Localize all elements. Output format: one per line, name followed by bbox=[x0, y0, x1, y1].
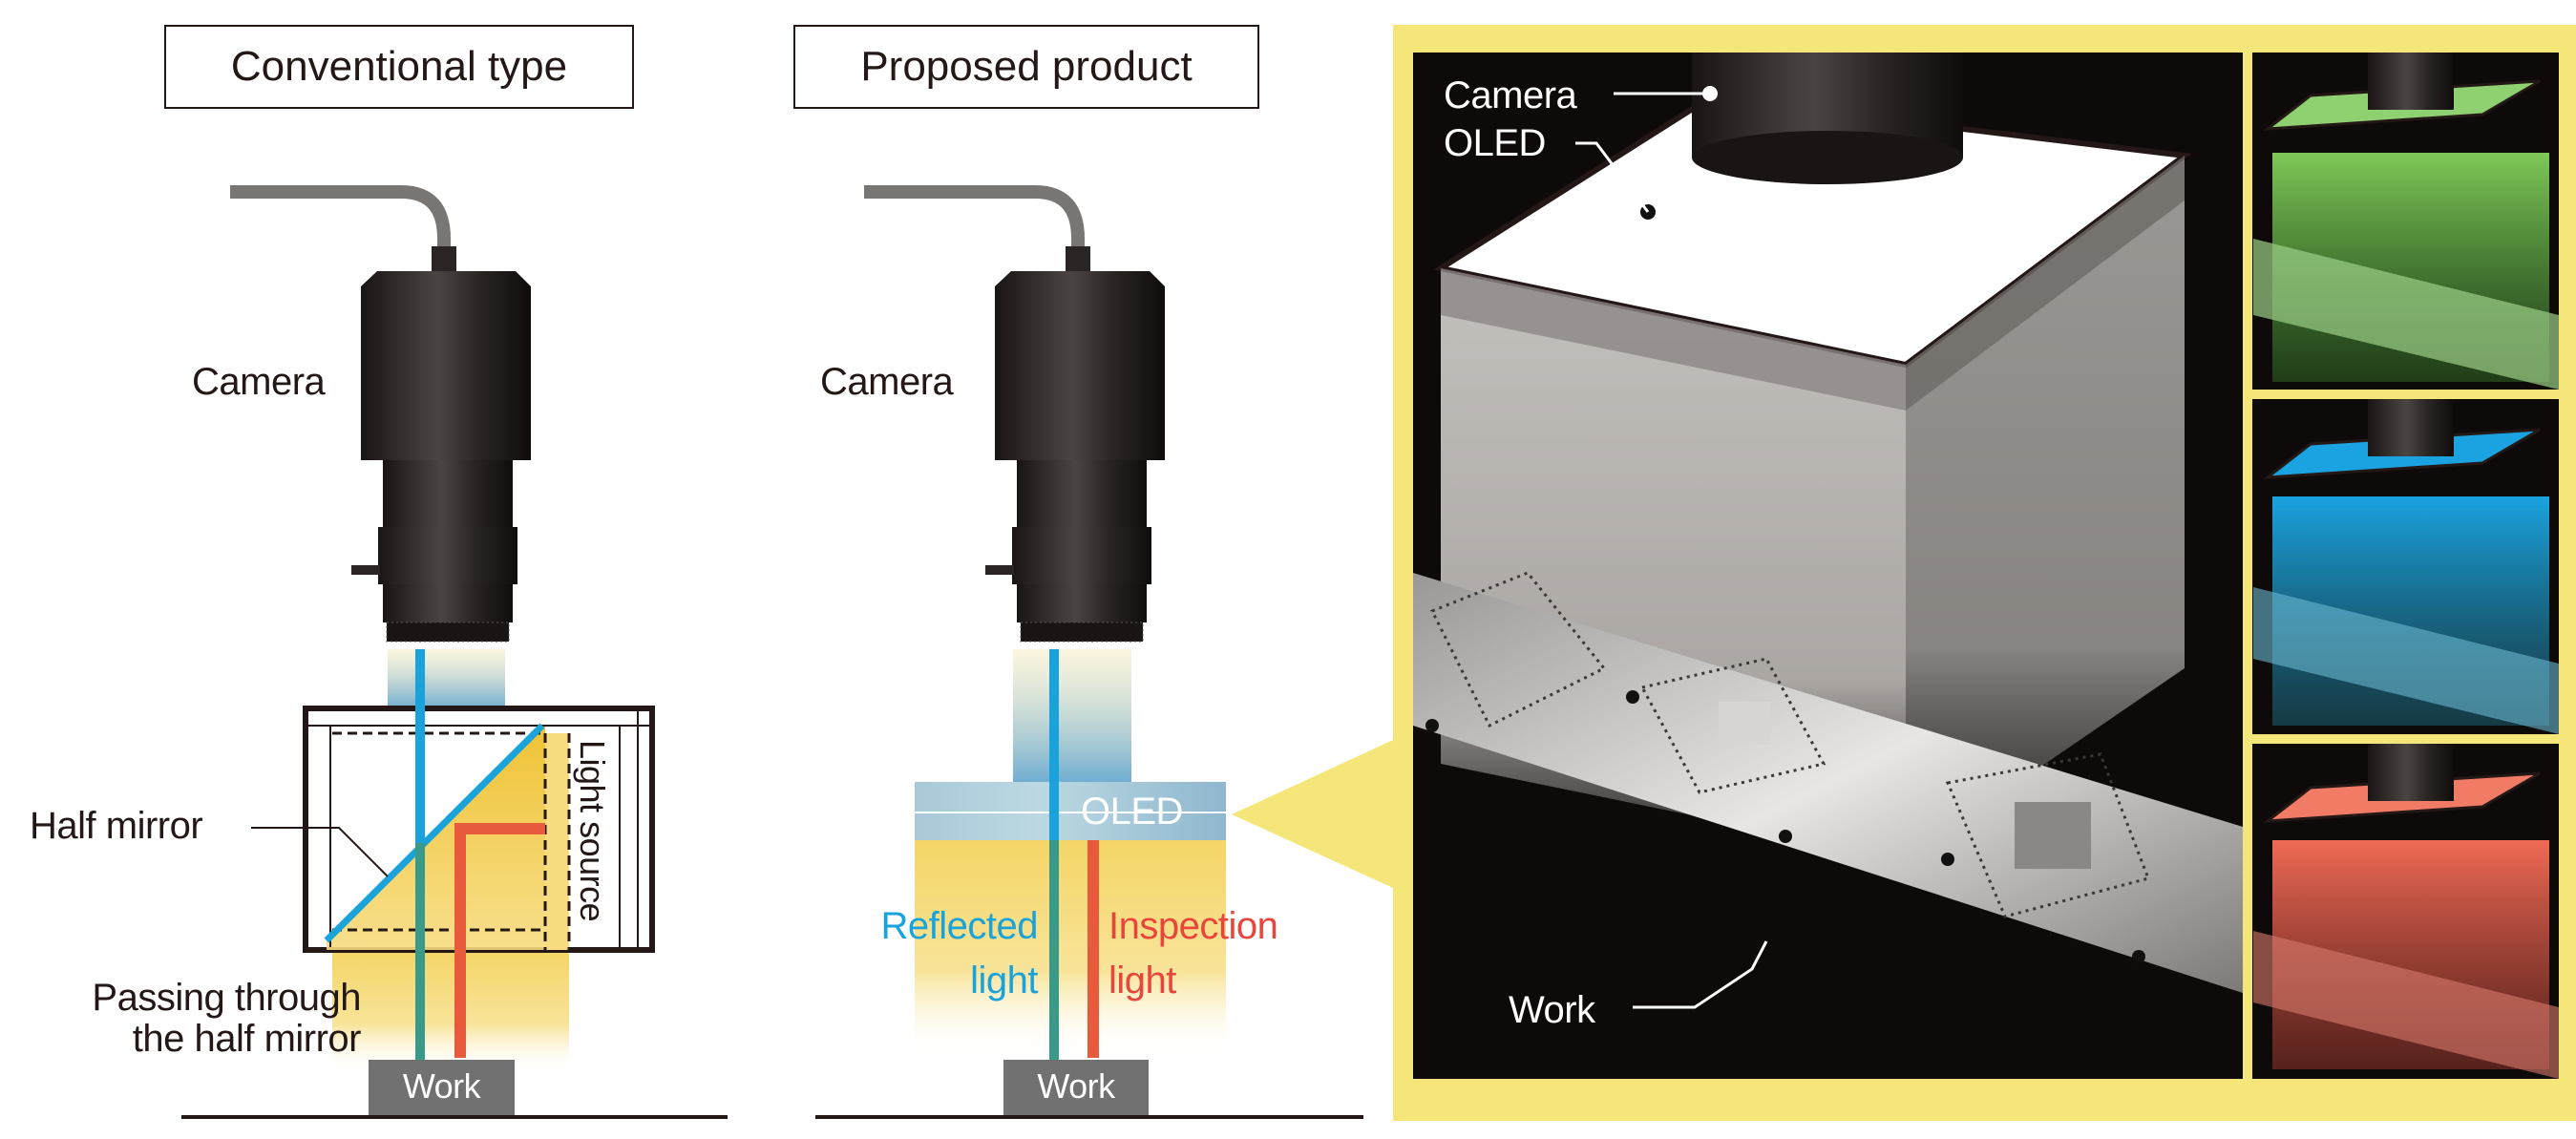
reflected-beam-column bbox=[388, 649, 505, 708]
red-oled-photo bbox=[2252, 744, 2559, 1079]
inspection-light-line bbox=[454, 823, 545, 1058]
light-source-label: Light source bbox=[573, 740, 612, 922]
passing-through-label-line2: the half mirror bbox=[132, 1018, 362, 1060]
conventional-camera bbox=[230, 192, 531, 642]
half-mirror-label: Half mirror bbox=[30, 805, 203, 847]
conventional-work-label: Work bbox=[402, 1066, 481, 1106]
passing-through-label-line1: Passing through bbox=[92, 977, 361, 1019]
photo-oled-label: OLED bbox=[1444, 122, 1546, 164]
reflected-light-label-line2: light bbox=[970, 960, 1038, 1002]
conventional-camera-label: Camera bbox=[192, 361, 326, 403]
main-photo bbox=[1413, 53, 2243, 1079]
reflected-light-label-line1: Reflected bbox=[880, 905, 1039, 947]
inspection-light-label-line1: Inspection bbox=[1109, 905, 1278, 947]
proposed-work-label: Work bbox=[1037, 1066, 1115, 1106]
callout-pointer bbox=[1232, 735, 1404, 893]
work-block bbox=[369, 1060, 515, 1115]
photo-camera-label: Camera bbox=[1444, 74, 1577, 116]
oled-label: OLED bbox=[1081, 791, 1183, 833]
green-oled-photo bbox=[2252, 53, 2559, 390]
half-mirror-leader bbox=[251, 827, 389, 877]
oled-panel bbox=[915, 782, 1226, 840]
proposed-camera bbox=[864, 192, 1165, 642]
blue-oled-photo bbox=[2252, 399, 2559, 734]
half-mirror-unit bbox=[303, 706, 655, 953]
proposed-camera-label: Camera bbox=[820, 361, 954, 403]
proposed-product-title: Proposed product bbox=[793, 25, 1259, 109]
conventional-type-title: Conventional type bbox=[164, 25, 634, 109]
light-column bbox=[332, 950, 569, 1074]
photo-work-label: Work bbox=[1509, 989, 1595, 1031]
inspection-light-label-line2: light bbox=[1109, 960, 1176, 1002]
half-mirror bbox=[324, 723, 545, 943]
